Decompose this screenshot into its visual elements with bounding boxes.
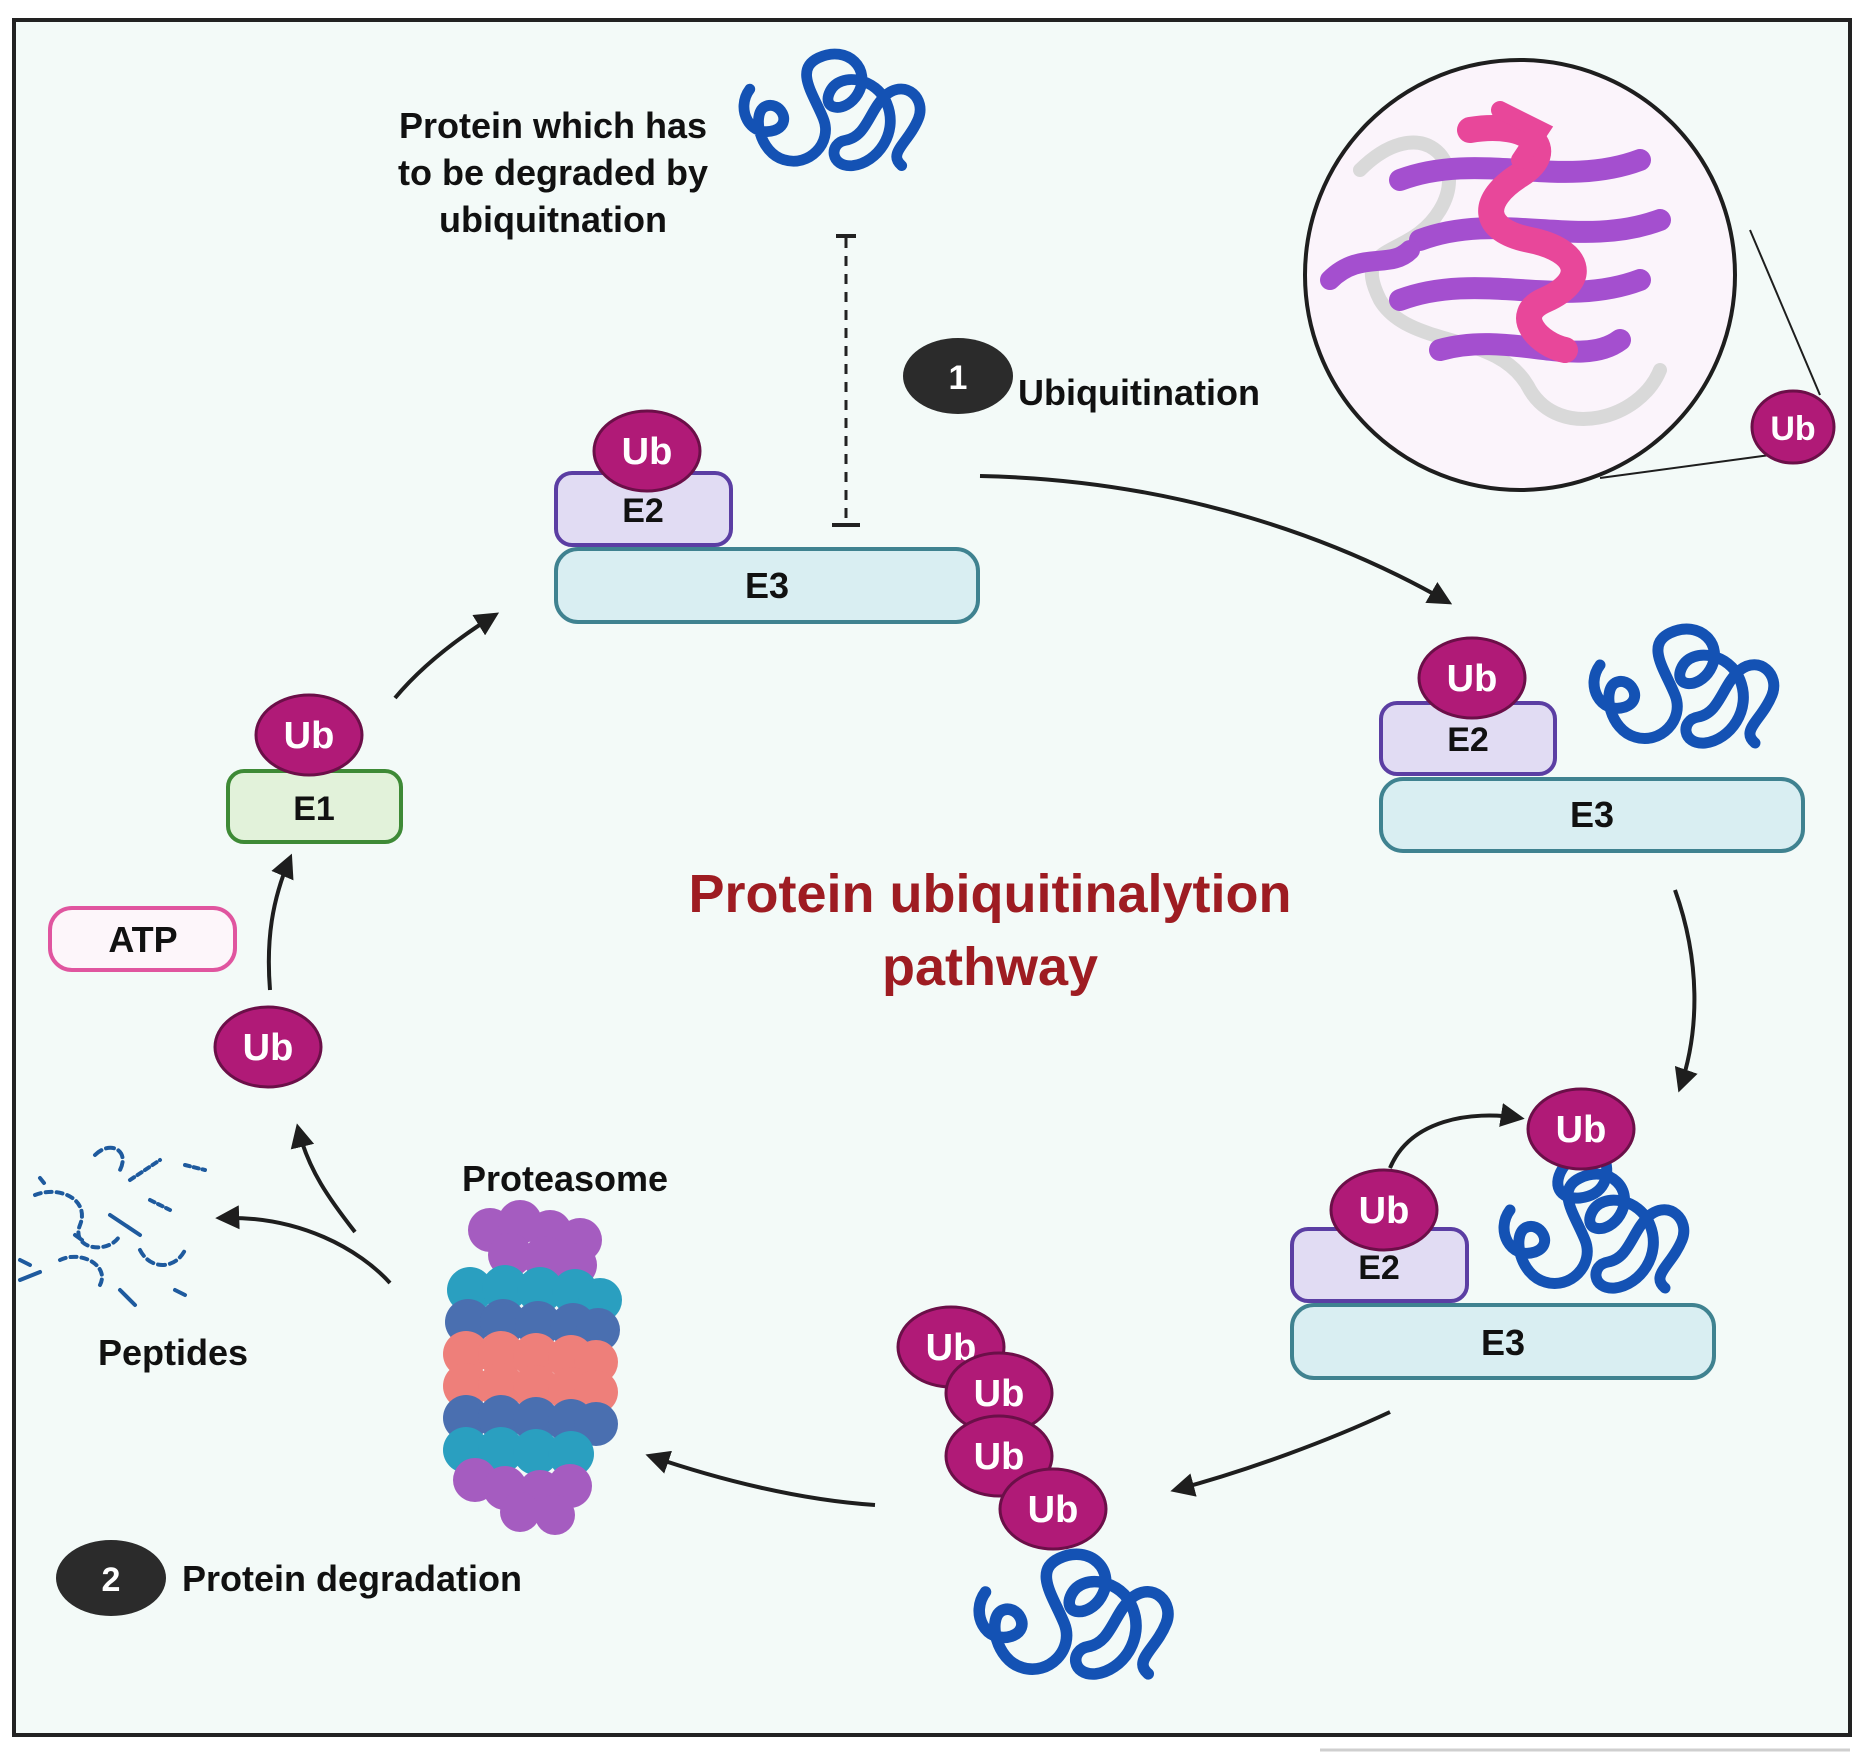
diagram-title-line1: Protein ubiquitinalytion: [689, 864, 1292, 924]
target-protein-label-line2: to be degraded by: [398, 152, 708, 193]
peptides-icon: [18, 1145, 207, 1307]
ub-free: [213, 1005, 323, 1089]
ub-e1-label: Ub: [284, 715, 335, 757]
ub-e2-bottom-right-label: Ub: [1359, 1190, 1410, 1232]
e3-right: [1379, 777, 1805, 853]
arrow-right-to-bottom-right: [1673, 889, 1698, 1093]
ub-inset-label: Ub: [1770, 410, 1815, 448]
step2-badge: [56, 1540, 166, 1616]
e3-right-label: E3: [1570, 794, 1614, 835]
ub-chain-4: [998, 1467, 1108, 1551]
cycle-arrows: [215, 474, 1698, 1507]
arrow-chain-to-proteasome: [645, 1450, 876, 1507]
target-protein-label-line3: ubiquitnation: [439, 199, 667, 240]
e3-bottom-right: [1290, 1303, 1716, 1380]
diagram-title-line2: pathway: [882, 937, 1098, 997]
ub-top: [592, 409, 702, 493]
ub-right-label: Ub: [1447, 658, 1498, 700]
ub-free-label: Ub: [243, 1027, 294, 1069]
arrow-e1-to-e2e3: [393, 612, 500, 700]
ubiquitin-structure-inset: [1303, 58, 1821, 492]
protein-bottom-right-tether: [1552, 1158, 1613, 1204]
ub-transferred-label: Ub: [1556, 1109, 1607, 1151]
proteasome-icon: [443, 1200, 622, 1535]
ub-top-label: Ub: [622, 431, 673, 473]
e1-label: E1: [293, 790, 335, 828]
peptides-label: Peptides: [98, 1332, 248, 1373]
ub-e1: [254, 693, 364, 777]
e2-top-label: E2: [622, 492, 664, 530]
e3-top-label: E3: [745, 565, 789, 606]
step2-number: 2: [102, 1561, 121, 1599]
arrow-bottom-right-to-chain: [1170, 1410, 1391, 1497]
ub-chain-2-label: Ub: [974, 1373, 1025, 1415]
ub-chain-4-label: Ub: [1028, 1489, 1079, 1531]
ub-chain-3-label: Ub: [974, 1436, 1025, 1478]
ub-e2-bottom-right: [1329, 1168, 1439, 1252]
step2-label: Protein degradation: [182, 1558, 522, 1599]
e2-bottom-right-label: E2: [1358, 1249, 1400, 1287]
arrow-top-to-right: [979, 474, 1453, 605]
ub-right: [1417, 636, 1527, 720]
ub-transferred: [1526, 1087, 1636, 1171]
step1-label: Ubiquitination: [1018, 372, 1260, 413]
e3-top: [554, 547, 980, 624]
proteasome-label: Proteasome: [462, 1158, 668, 1199]
ub-inset: [1750, 389, 1836, 465]
arrow-to-peptides: [215, 1205, 392, 1285]
step1-badge: [903, 338, 1013, 414]
ub-transfer-arrow: [1388, 1103, 1525, 1169]
e2-right-label: E2: [1447, 721, 1489, 759]
atp-label: ATP: [108, 919, 177, 960]
step1-number: 1: [949, 359, 968, 397]
arrow-ub-to-e1: [266, 853, 294, 991]
target-protein-label-line1: Protein which has: [399, 105, 707, 146]
atp-box: [48, 906, 237, 972]
e3-bottom-right-label: E3: [1481, 1322, 1525, 1363]
arrow-to-free-ub: [290, 1123, 357, 1234]
